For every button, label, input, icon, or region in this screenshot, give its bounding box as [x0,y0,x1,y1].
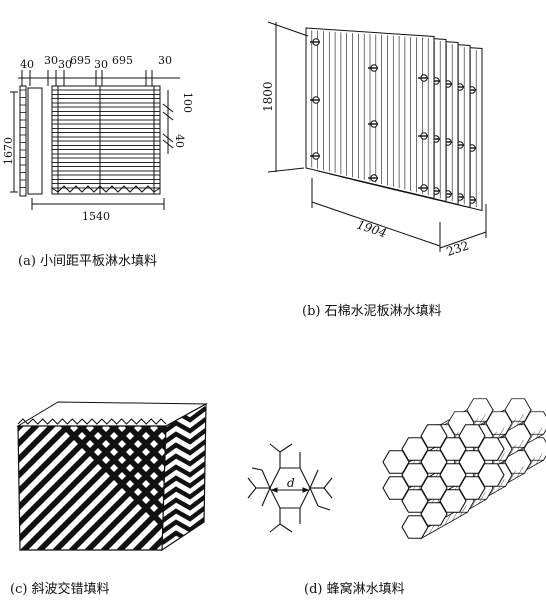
panel-a-frame [52,86,160,194]
panel-a-flat-plate-fill [10,70,180,210]
panel-b-dim-1904: 1904 [355,218,388,241]
panel-a-dim-1670: 1670 [2,137,15,165]
panel-b-asbestos-cement-fill [268,22,486,252]
panel-b-dim-1800: 1800 [261,81,275,112]
panel-a-slats [20,90,160,188]
panel-a-dim-30-right: 30 [158,54,172,67]
panel-a-dim-1540: 1540 [82,210,110,223]
panel-a-dim-30-a: 30 [44,54,58,67]
panel-a-slat [52,158,160,163]
caption-panel-a: (a) 小间距平板淋水填料 [18,250,157,269]
panel-b-dim-232: 232 [445,238,471,258]
panel-a-slat [52,90,160,95]
panel-a-dim-695-b: 695 [112,54,133,67]
panel-d-honeycomb-block [383,399,546,539]
panel-a-bottom-edge [52,186,160,192]
panel-a-slat [52,116,160,121]
panel-a-slat [52,141,160,146]
panel-a-dim-40-right: 40 [173,134,186,148]
panel-d-diameter-label: d [287,476,295,490]
panel-a-dim-695-a: 695 [70,54,91,67]
panel-a-dimension-labels: 40 30 30 695 30 695 30 1670 100 40 1540 [2,54,194,223]
panel-a-slat [52,124,160,129]
panel-a-left-rail [28,88,42,194]
panel-a-slat [52,167,160,172]
panel-a-dim-40: 40 [20,58,34,71]
panel-a-dim-30-mid: 30 [94,58,108,71]
panel-a-slat [52,150,160,155]
panel-a-dim-100: 100 [181,92,194,113]
caption-panel-d: (d) 蜂窝淋水填料 [304,578,405,597]
caption-panel-b: (b) 石棉水泥板淋水填料 [302,300,442,319]
panel-a-slat [52,99,160,104]
panel-a-slat [52,184,160,189]
panel-c-stripe [194,426,328,552]
caption-panel-c: (c) 斜波交错填料 [10,578,110,597]
panel-b-sheet [306,28,434,198]
panel-a-left-board [20,86,26,196]
panel-a-slat [52,133,160,138]
panel-b-sheets [306,28,482,210]
panel-a-slat [52,107,160,112]
panel-a-slat [52,175,160,180]
panel-c-chevron [162,551,206,565]
panel-c-cross-corrugated-fill [0,400,328,565]
